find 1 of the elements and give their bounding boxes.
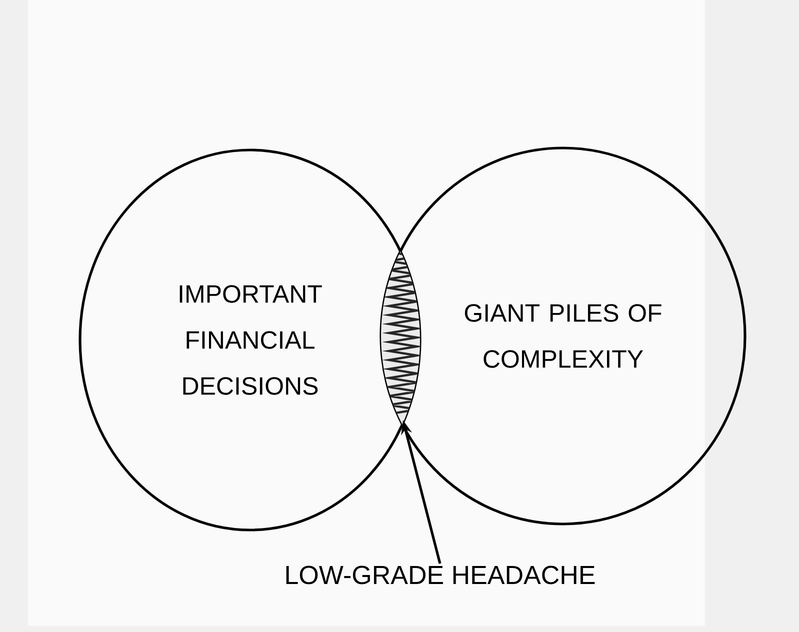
caption-text: LOW-GRADE HEADACHE <box>286 566 595 584</box>
